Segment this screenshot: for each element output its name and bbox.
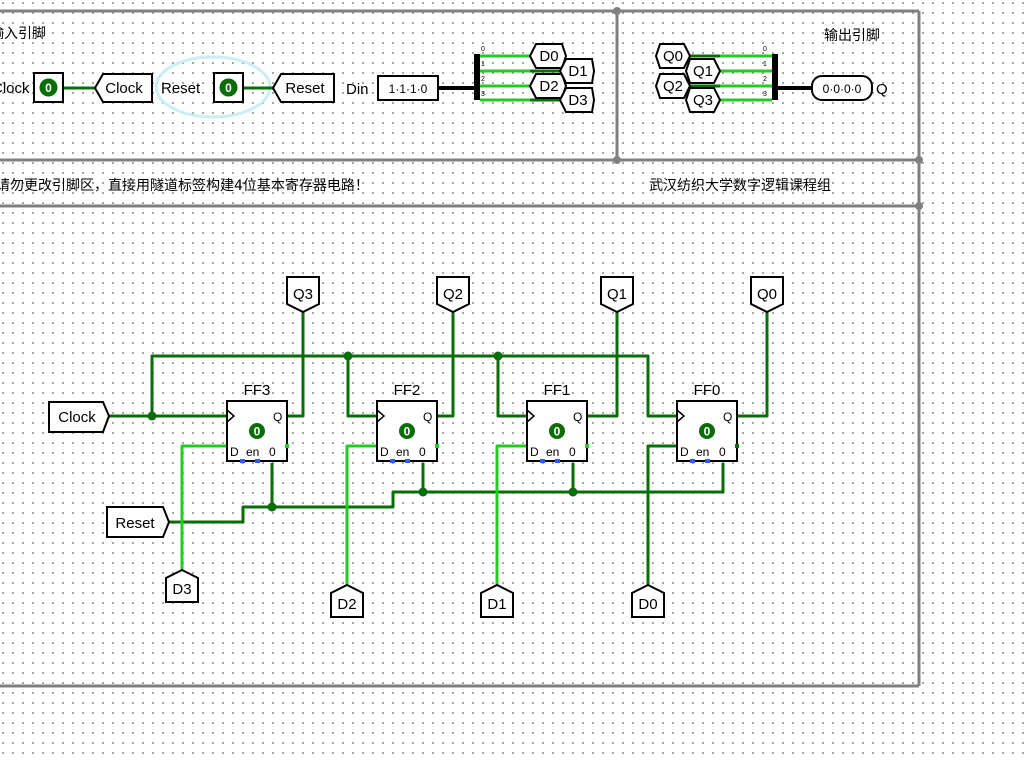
flipflop-ff0[interactable]: FF0 Q 0 D en 0 — [676, 382, 739, 463]
svg-text:0: 0 — [719, 445, 726, 459]
svg-text:Q: Q — [273, 410, 282, 424]
split-index-1: 1 — [481, 61, 485, 68]
circuit-q0-tunnel[interactable]: Q0 — [750, 276, 784, 314]
circuit-reset-tunnel[interactable]: Reset — [106, 506, 171, 538]
reset-tunnel[interactable]: Reset — [271, 73, 335, 103]
svg-text:D3: D3 — [172, 581, 191, 598]
svg-text:0: 0 — [419, 445, 426, 459]
svg-text:en: en — [546, 445, 559, 459]
reset-tunnel-label: Reset — [285, 80, 325, 97]
ff0-name: FF0 — [694, 382, 721, 399]
svg-text:Q1: Q1 — [693, 63, 713, 80]
reset-pin-value: 0 — [225, 81, 232, 95]
tunnel-q1-top[interactable]: Q1 — [684, 58, 722, 84]
panel-corner-dots — [613, 7, 923, 210]
din-label: Din — [346, 81, 369, 98]
tunnel-d1-top[interactable]: D1 — [558, 58, 596, 84]
clock-pin-label: Clock — [0, 80, 30, 97]
clock-tunnel-label: Clock — [105, 80, 143, 97]
circuit-d1-tunnel[interactable]: D1 — [480, 583, 514, 618]
svg-text:Q: Q — [423, 410, 432, 424]
svg-text:D2: D2 — [539, 78, 558, 95]
ff1-name: FF1 — [544, 382, 571, 399]
svg-text:Q0: Q0 — [757, 286, 777, 303]
clock-input-pin[interactable]: 0 — [33, 72, 64, 103]
circuit-q2-tunnel[interactable]: Q2 — [436, 276, 470, 314]
clock-tunnel[interactable]: Clock — [93, 73, 153, 103]
svg-text:Clock: Clock — [58, 409, 96, 426]
merge-index-2: 2 — [763, 76, 767, 83]
circuit-q3-tunnel[interactable]: Q3 — [286, 276, 320, 314]
q-output-label: Q — [876, 81, 888, 98]
split-index-2: 2 — [481, 76, 485, 83]
merge-index-1: 1 — [763, 61, 767, 68]
svg-text:Q3: Q3 — [293, 286, 313, 303]
clock-pin-value: 0 — [45, 81, 52, 95]
merge-index-0: 0 — [763, 46, 767, 53]
flipflop-ff1[interactable]: FF1 Q 0 D en 0 — [526, 382, 589, 463]
svg-text:D0: D0 — [539, 48, 558, 65]
flipflop-ff2[interactable]: FF2 Q 0 D en 0 — [376, 382, 439, 463]
svg-text:Q2: Q2 — [443, 286, 463, 303]
ff1-state: 0 — [554, 425, 561, 439]
circuit-clock-tunnel[interactable]: Clock — [48, 401, 111, 433]
svg-text:D: D — [680, 445, 689, 459]
din-splitter: 0 1 2 3 — [474, 46, 560, 102]
svg-text:en: en — [696, 445, 709, 459]
din-value: 1·1·1·0 — [389, 82, 428, 96]
circuit-d0-tunnel[interactable]: D0 — [631, 583, 665, 618]
ff3-name: FF3 — [244, 382, 271, 399]
circuit-wires-light — [180, 444, 527, 585]
svg-text:Q: Q — [573, 410, 582, 424]
reset-pin-label: Reset — [161, 80, 201, 97]
svg-text:D: D — [380, 445, 389, 459]
notice-text: 请勿更改引脚区，直接用隧道标签构建4位基本寄存器电路！ — [0, 177, 369, 194]
din-input-pin[interactable]: 1·1·1·0 — [377, 75, 439, 101]
svg-text:Q0: Q0 — [663, 48, 683, 65]
svg-text:D: D — [230, 445, 239, 459]
svg-text:en: en — [246, 445, 259, 459]
credit-text: 武汉纺织大学数字逻辑课程组 — [649, 178, 831, 194]
tunnel-q3-top[interactable]: Q3 — [684, 87, 722, 113]
tunnel-d3-top[interactable]: D3 — [558, 87, 596, 113]
svg-text:Q: Q — [723, 410, 732, 424]
ff0-state: 0 — [704, 425, 711, 439]
svg-text:Q3: Q3 — [693, 92, 713, 109]
tunnel-q0-top[interactable]: Q0 — [654, 43, 692, 69]
tunnel-d2-top[interactable]: D2 — [528, 73, 568, 99]
ff3-state: 0 — [254, 425, 261, 439]
panel-borders — [0, 9, 921, 688]
split-index-0: 0 — [481, 46, 485, 53]
junction-dots — [147, 351, 578, 512]
svg-text:D2: D2 — [337, 596, 356, 613]
flipflop-ff3[interactable]: FF3 Q 0 D en 0 — [226, 382, 289, 463]
ff2-name: FF2 — [394, 382, 421, 399]
svg-text:en: en — [396, 445, 409, 459]
svg-text:D3: D3 — [568, 92, 587, 109]
ff2-state: 0 — [404, 425, 411, 439]
reset-input-pin[interactable]: 0 — [213, 72, 244, 103]
svg-text:Q2: Q2 — [663, 78, 683, 95]
circuit-q1-tunnel[interactable]: Q1 — [600, 276, 634, 314]
svg-text:D: D — [530, 445, 539, 459]
q-output-value: 0·0·0·0 — [823, 82, 862, 96]
svg-text:D0: D0 — [638, 596, 657, 613]
svg-text:0: 0 — [269, 445, 276, 459]
tunnel-q2-top[interactable]: Q2 — [654, 73, 692, 99]
svg-text:0: 0 — [569, 445, 576, 459]
split-index-3: 3 — [481, 91, 485, 98]
svg-text:D1: D1 — [568, 63, 587, 80]
output-panel-title: 输出引脚 — [824, 28, 880, 44]
tunnel-d0-top[interactable]: D0 — [528, 43, 568, 69]
svg-text:Q1: Q1 — [607, 286, 627, 303]
input-panel-title: 输入引脚 — [0, 26, 46, 42]
circuit-d3-tunnel[interactable]: D3 — [165, 568, 199, 603]
svg-text:D1: D1 — [487, 596, 506, 613]
circuit-d2-tunnel[interactable]: D2 — [330, 583, 364, 618]
q-output-pin[interactable]: 0·0·0·0 — [811, 75, 873, 101]
merge-index-3: 3 — [763, 91, 767, 98]
svg-text:Reset: Reset — [115, 515, 155, 532]
